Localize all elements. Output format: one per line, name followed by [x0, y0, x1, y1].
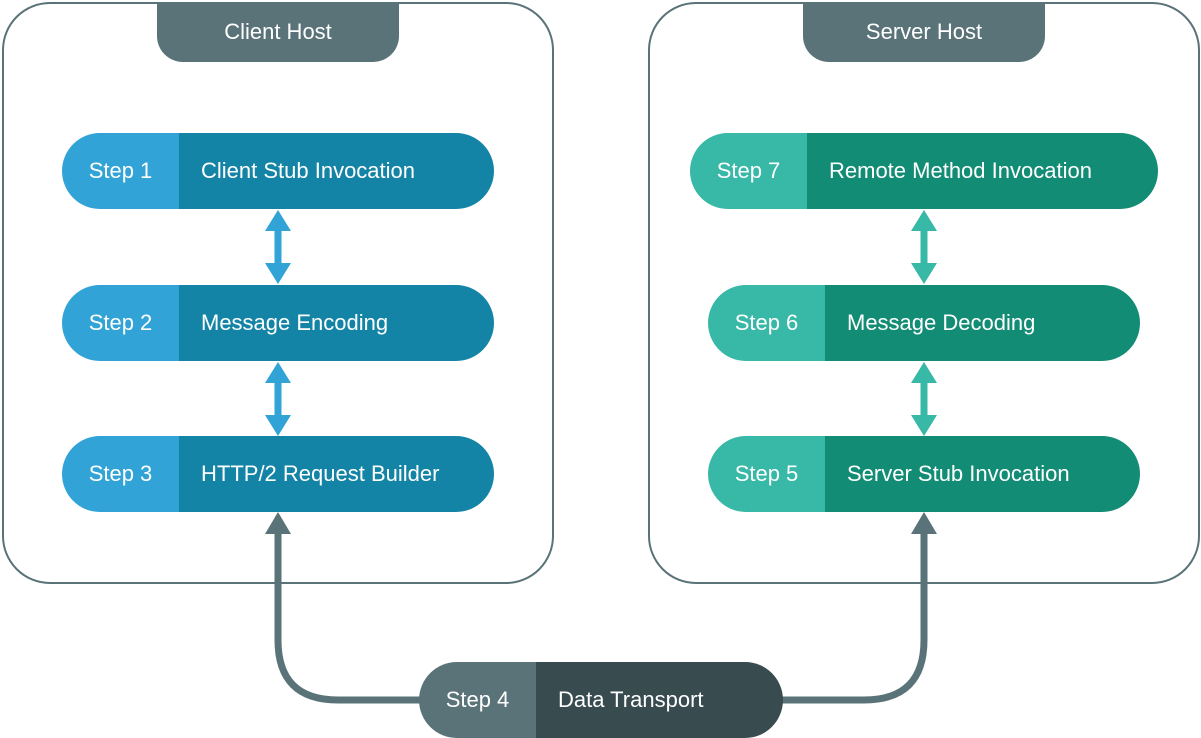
step-7-pill: Step 7 Remote Method Invocation	[690, 133, 1158, 209]
step-5-pill: Step 5 Server Stub Invocation	[708, 436, 1140, 512]
transport-path-left	[265, 512, 421, 704]
step-3-pill: Step 3 HTTP/2 Request Builder	[62, 436, 494, 512]
step-2-label: Message Encoding	[179, 285, 494, 361]
server-host-title: Server Host	[803, 2, 1045, 62]
step-6-label: Message Decoding	[825, 285, 1140, 361]
step-7-number: Step 7	[690, 133, 807, 209]
arrow-step2-step3	[265, 362, 291, 436]
arrow-step1-step2	[265, 210, 291, 284]
step-5-label: Server Stub Invocation	[825, 436, 1140, 512]
step-4-label: Data Transport	[536, 662, 783, 738]
step-3-number: Step 3	[62, 436, 179, 512]
step-4-pill: Step 4 Data Transport	[419, 662, 783, 738]
step-2-pill: Step 2 Message Encoding	[62, 285, 494, 361]
step-1-pill: Step 1 Client Stub Invocation	[62, 133, 494, 209]
step-1-number: Step 1	[62, 133, 179, 209]
step-2-number: Step 2	[62, 285, 179, 361]
arrow-step6-step5	[911, 362, 937, 436]
step-7-label: Remote Method Invocation	[807, 133, 1158, 209]
step-5-number: Step 5	[708, 436, 825, 512]
transport-path-right	[782, 512, 937, 704]
client-host-title: Client Host	[157, 2, 399, 62]
step-3-label: HTTP/2 Request Builder	[179, 436, 494, 512]
step-6-number: Step 6	[708, 285, 825, 361]
step-6-pill: Step 6 Message Decoding	[708, 285, 1140, 361]
step-4-number: Step 4	[419, 662, 536, 738]
arrow-step7-step6	[911, 210, 937, 284]
step-1-label: Client Stub Invocation	[179, 133, 494, 209]
